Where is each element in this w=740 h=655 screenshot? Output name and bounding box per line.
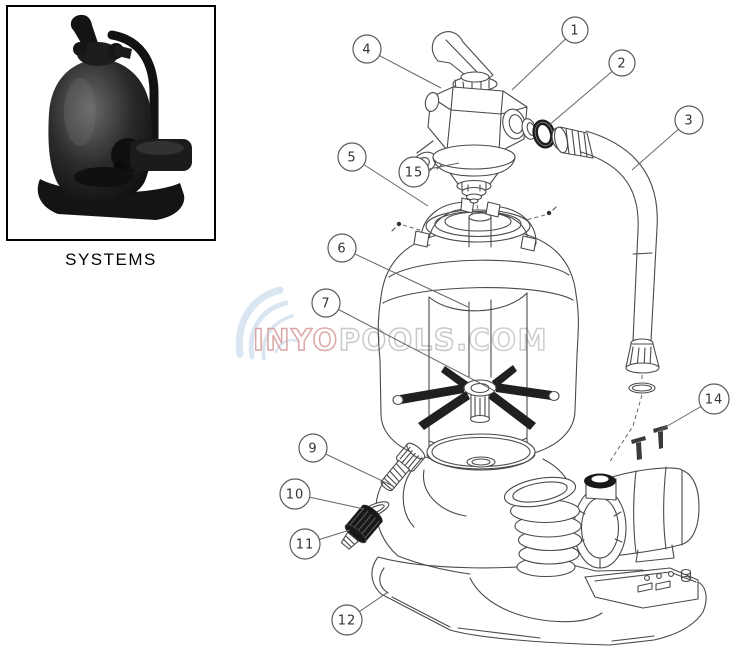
tank-flange-drawing [425,209,531,248]
callout-10: 10 [279,478,311,510]
hose-nut-bottom [625,338,660,374]
callout-5: 5 [337,142,367,172]
callout-15: 15 [398,156,430,188]
lateral-assembly [392,365,560,430]
terminal-box [584,567,699,609]
callout-2: 2 [608,49,636,77]
callout-4: 4 [352,34,382,64]
svg-text:15: 15 [405,166,424,181]
svg-text:4: 4 [362,43,371,58]
clamp-screw-left [396,221,402,227]
callout-1: 1 [561,16,589,44]
svg-text:11: 11 [296,538,315,553]
drain-assembly-drawing [340,442,426,550]
callout-14: 14 [698,383,730,415]
bottom-o-ring [628,382,656,394]
drain-cap [340,504,383,550]
callout-11: 11 [289,528,321,560]
callout-3: 3 [674,105,704,135]
svg-text:1: 1 [570,24,579,39]
standpipe [468,299,492,378]
svg-text:14: 14 [705,393,724,408]
clamp-ring-drawing [391,197,557,252]
callout-leader-7 [325,302,496,392]
flex-connector-drawing [503,476,583,578]
base-collar-drawing [426,433,536,471]
svg-text:10: 10 [286,488,305,503]
watermark: INYOPOOLS.COM [235,286,548,361]
pump-volute-drawing [573,487,627,569]
hose-assembly-drawing [521,118,660,464]
callout-leader-6 [341,247,469,308]
callout-leader-5 [351,156,429,207]
callout-6: 6 [327,233,357,263]
svg-text:6: 6 [337,242,346,257]
product-photo [37,14,192,220]
svg-text:9: 9 [308,442,317,457]
callout-leader-1 [511,29,576,91]
callout-12: 12 [331,604,363,636]
hose [585,130,658,342]
motor-drawing [611,466,700,563]
watermark-text: INYOPOOLS.COM [253,323,548,357]
pump-discharge-drawing [584,473,617,501]
swirl-logo-icon [235,286,299,361]
product-thumbnail [6,5,216,241]
clamp-screw-right [546,210,552,216]
callout-leader-2 [547,62,623,127]
systems-caption: SYSTEMS [65,250,157,269]
svg-text:3: 3 [684,114,693,129]
product-photo-art [37,14,192,220]
svg-text:12: 12 [338,614,357,629]
svg-text:7: 7 [321,297,330,312]
svg-text:2: 2 [617,57,626,72]
svg-text:5: 5 [347,151,356,166]
multiport-valve-drawing [411,31,528,215]
valve-diffuser [456,179,492,204]
callout-leader-9 [312,447,394,487]
callout-9: 9 [298,433,328,463]
pump-base-assembly [371,458,707,646]
photo-valve-handle [70,14,98,48]
drain-plug [380,442,426,492]
photo-hose [107,30,159,144]
callout-7: 7 [311,288,341,318]
mounting-screws [631,425,668,460]
